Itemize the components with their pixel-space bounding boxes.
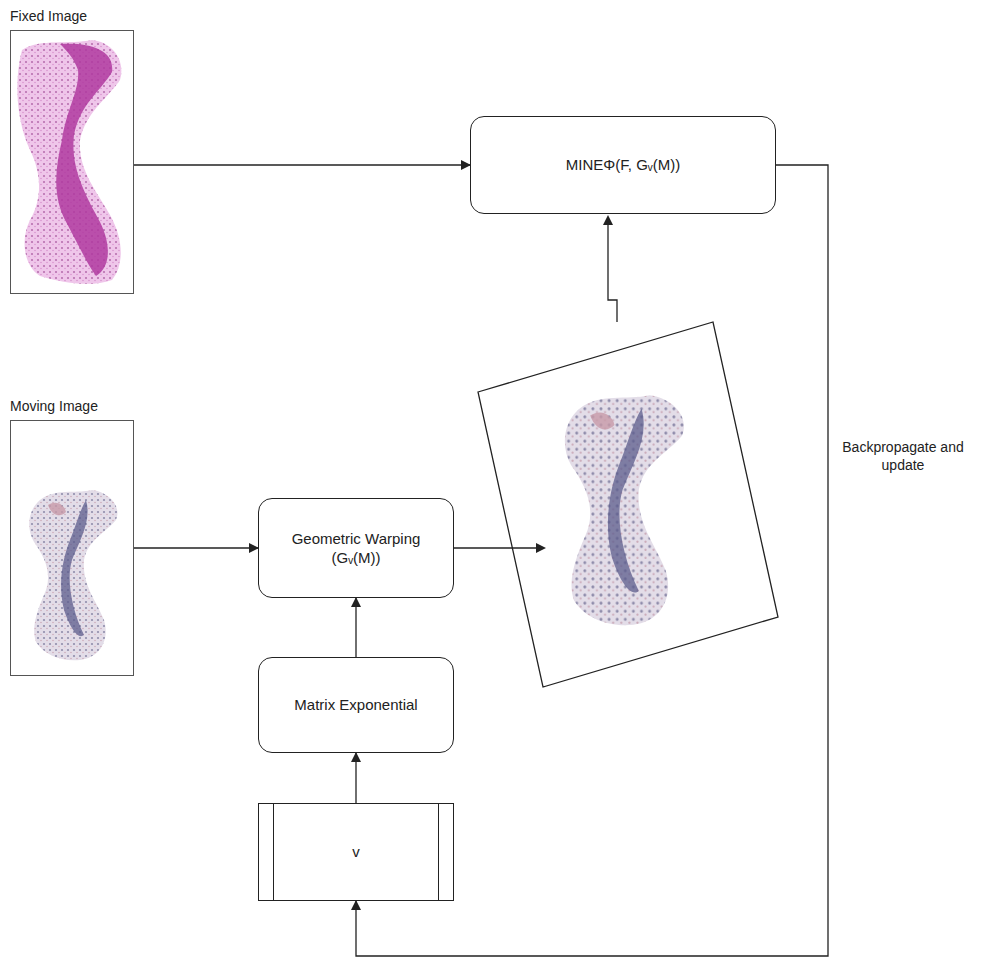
- box-label: v: [352, 842, 360, 862]
- box-label: MINEΦ(F, Gᵥ(M)): [566, 155, 680, 175]
- fixed-image: Fixed Image: [10, 8, 134, 294]
- flow-arrow: [134, 164, 470, 165]
- image-frame: [10, 30, 134, 294]
- image-heading: Moving Image: [10, 398, 134, 414]
- process-bar: [273, 804, 274, 900]
- flow-arrow: [355, 598, 356, 657]
- flow-arrow: [134, 547, 258, 548]
- moving-image: Moving Image: [10, 398, 134, 676]
- process-bar: [438, 804, 439, 900]
- process-box: Matrix Exponential: [258, 657, 454, 753]
- flow-arrow: [355, 753, 356, 803]
- box-label: Matrix Exponential: [294, 695, 417, 715]
- process-box: Geometric Warping (Gᵥ(M)): [258, 498, 454, 598]
- edge-label: Backpropagate and update: [836, 437, 970, 475]
- parameter-box: v: [258, 803, 454, 901]
- box-label: Geometric Warping (Gᵥ(M)): [276, 529, 436, 568]
- image-frame: [10, 420, 134, 676]
- image-heading: Fixed Image: [10, 8, 134, 24]
- objective-box: MINEΦ(F, Gᵥ(M)): [470, 116, 776, 214]
